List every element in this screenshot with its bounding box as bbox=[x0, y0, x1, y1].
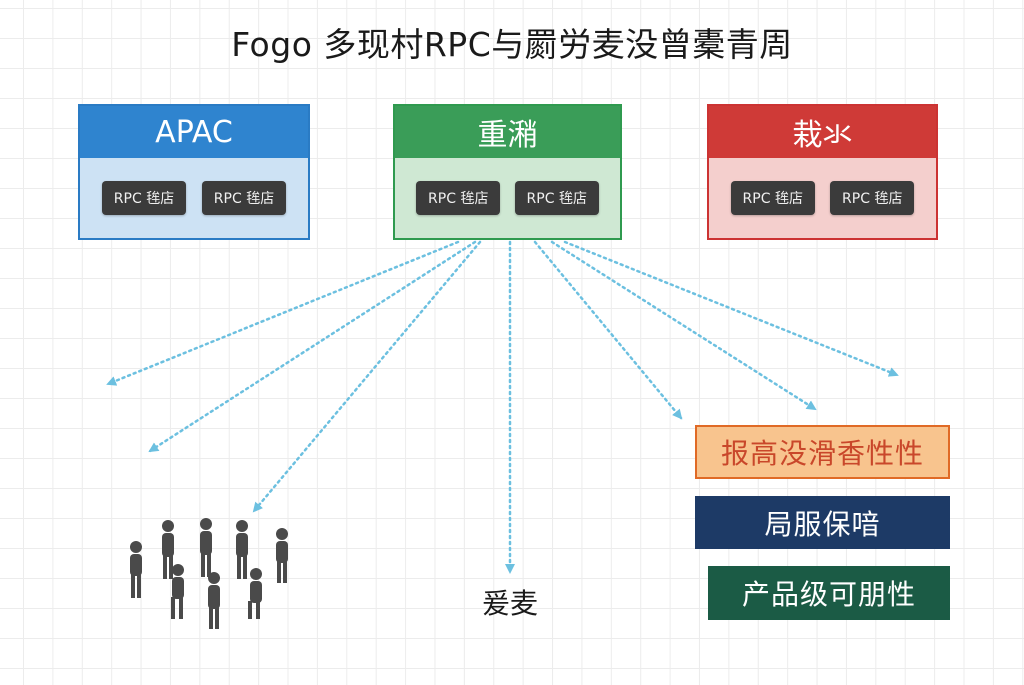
feature-badge-availability: 产品级可朋性 bbox=[708, 566, 950, 620]
rpc-node: RPC 毪店 bbox=[830, 181, 915, 215]
rpc-node: RPC 毪店 bbox=[202, 181, 286, 215]
region-center: 重潲 RPC 毪店 RPC 毪店 bbox=[393, 104, 622, 240]
region-apac: APAC RPC 毪店 RPC 毪店 bbox=[78, 104, 310, 240]
connector-arrow bbox=[550, 240, 817, 411]
connector-arrow bbox=[252, 240, 482, 513]
feature-badge-security: 局服保喑 bbox=[695, 496, 950, 549]
person-icon bbox=[236, 520, 248, 579]
connector-arrow bbox=[533, 240, 683, 420]
people-group-icon bbox=[130, 518, 288, 629]
connector-arrow bbox=[106, 240, 460, 386]
person-icon bbox=[162, 520, 174, 579]
person-icon bbox=[200, 518, 212, 577]
connector-arrow bbox=[148, 240, 477, 453]
person-icon bbox=[208, 572, 220, 629]
rpc-node: RPC 毪店 bbox=[416, 181, 501, 215]
feature-badge-performance: 报高没滑香性性 bbox=[695, 425, 950, 479]
person-icon bbox=[171, 564, 184, 619]
person-icon bbox=[130, 541, 142, 598]
destination-label: 爰麦 bbox=[481, 587, 538, 620]
region-header: APAC bbox=[80, 106, 308, 158]
rpc-node: RPC 毪店 bbox=[514, 181, 599, 215]
connector-arrow bbox=[563, 240, 899, 377]
rpc-node: RPC 毪店 bbox=[102, 181, 186, 215]
rpc-node: RPC 毪店 bbox=[730, 181, 815, 215]
person-icon bbox=[276, 528, 288, 583]
diagram-title: Fogo 多现村RPC与罽労麦没曾橐青周 bbox=[231, 25, 793, 64]
person-icon bbox=[248, 568, 262, 619]
region-header: 栽氺 bbox=[709, 106, 936, 158]
region-right: 栽氺 RPC 毪店 RPC 毪店 bbox=[707, 104, 938, 240]
region-header: 重潲 bbox=[395, 106, 620, 158]
